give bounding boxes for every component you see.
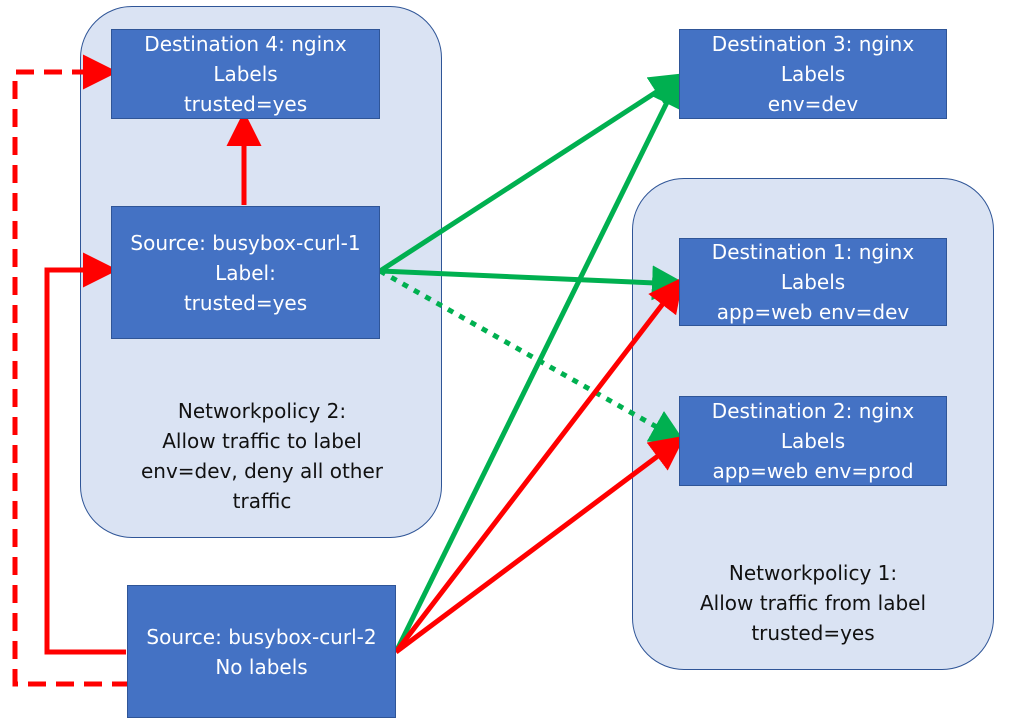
networkpolicy-1-rule-line-2: trusted=yes bbox=[751, 621, 875, 645]
edge-source1-to-dest1 bbox=[379, 265, 687, 301]
source-2-label-value: No labels bbox=[215, 654, 308, 679]
source-2-node: Source: busybox-curl-2 No labels bbox=[127, 585, 396, 718]
edge-source2-to-dest1 bbox=[394, 276, 684, 654]
edge-source1-to-dest2 bbox=[378, 268, 686, 444]
networkpolicy-1-caption: Networkpolicy 1: Allow traffic from labe… bbox=[663, 558, 963, 648]
destination-3-label-value: env=dev bbox=[767, 92, 859, 116]
edge-source2-to-dest3 bbox=[393, 71, 683, 654]
destination-3-name: Destination 3: nginx bbox=[711, 32, 915, 56]
destination-2-labels-heading: Labels bbox=[780, 429, 846, 453]
networkpolicy-1-rule-line-1: Allow traffic from label bbox=[699, 591, 927, 615]
networkpolicy-2-rule-line-3: traffic bbox=[232, 489, 292, 513]
source-1-label-value: trusted=yes bbox=[183, 290, 308, 315]
networkpolicy-2-title: Networkpolicy 2: bbox=[177, 399, 347, 423]
destination-2-node: Destination 2: nginx Labels app=web env=… bbox=[679, 396, 947, 486]
networkpolicy-2-rule-line-2: env=dev, deny all other bbox=[140, 459, 383, 483]
networkpolicy-2-caption: Networkpolicy 2: Allow traffic to label … bbox=[112, 396, 412, 516]
edge-source2-to-dest4 bbox=[12, 54, 130, 687]
destination-4-name: Destination 4: nginx bbox=[144, 32, 347, 56]
edge-source2-to-dest2 bbox=[394, 435, 686, 655]
edge-source2-to-source1 bbox=[44, 252, 126, 655]
networkpolicy-2-rule-line-1: Allow traffic to label bbox=[162, 429, 362, 453]
source-1-node: Source: busybox-curl-1 Label: trusted=ye… bbox=[111, 206, 380, 339]
destination-1-name: Destination 1: nginx bbox=[711, 240, 915, 264]
source-1-name: Source: busybox-curl-1 bbox=[130, 230, 361, 255]
destination-3-labels-heading: Labels bbox=[780, 62, 846, 86]
source-2-name: Source: busybox-curl-2 bbox=[146, 624, 377, 649]
destination-3-node: Destination 3: nginx Labels env=dev bbox=[679, 29, 947, 119]
destination-4-node: Destination 4: nginx Labels trusted=yes bbox=[111, 29, 380, 119]
destination-2-label-value: app=web env=prod bbox=[712, 459, 914, 483]
destination-1-labels-heading: Labels bbox=[780, 270, 846, 294]
source-1-label-heading: Label: bbox=[215, 260, 276, 285]
networkpolicy-1-title: Networkpolicy 1: bbox=[728, 561, 898, 585]
destination-4-label-value: trusted=yes bbox=[183, 92, 308, 116]
destination-1-node: Destination 1: nginx Labels app=web env=… bbox=[679, 238, 947, 326]
destination-4-labels-heading: Labels bbox=[213, 62, 278, 86]
destination-1-label-value: app=web env=dev bbox=[716, 300, 910, 324]
destination-2-name: Destination 2: nginx bbox=[711, 399, 915, 423]
edge-source1-to-dest3 bbox=[378, 73, 686, 274]
